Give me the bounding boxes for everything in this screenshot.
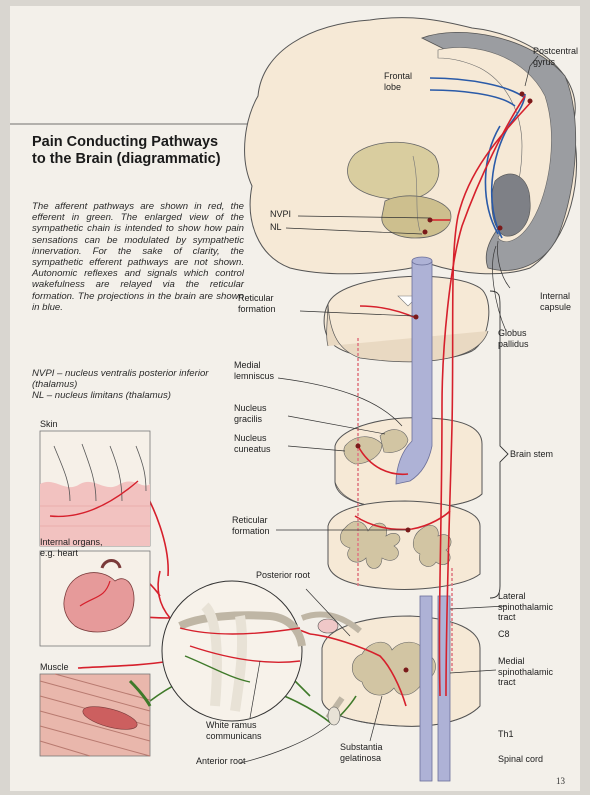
label-medial-spinothalamic-tract: Medial spinothalamic tract bbox=[498, 656, 558, 688]
label-nvpi: NVPI bbox=[270, 209, 291, 220]
page: Pain Conducting Pathways to the Brain (d… bbox=[10, 6, 580, 791]
label-nl: NL bbox=[270, 222, 282, 233]
sympathetic-chain-enlarged bbox=[162, 581, 302, 721]
intro-text: The afferent pathways are shown in red, … bbox=[32, 201, 244, 313]
label-spinal-cord: Spinal cord bbox=[498, 754, 543, 765]
label-nucleus-gracilis: Nucleus gracilis bbox=[234, 403, 289, 424]
label-nucleus-cuneatus: Nucleus cuneatus bbox=[234, 433, 289, 454]
label-white-ramus-communicans: White ramus communicans bbox=[206, 720, 278, 741]
label-anterior-root: Anterior root bbox=[196, 756, 246, 767]
abbreviation-nvpi: NVPI – nucleus ventralis posterior infer… bbox=[32, 368, 247, 390]
muscle-inset bbox=[40, 674, 150, 756]
skin-inset bbox=[40, 431, 150, 546]
internal-organs-inset bbox=[40, 551, 150, 646]
label-substantia-gelatinosa: Substantia gelatinosa bbox=[340, 742, 400, 763]
label-skin: Skin bbox=[40, 419, 58, 430]
label-medial-lemniscus: Medial lemniscus bbox=[234, 360, 296, 381]
label-globus-pallidus: Globus pallidus bbox=[498, 328, 538, 349]
brain-section bbox=[245, 18, 577, 274]
label-reticular-formation-1: Reticular formation bbox=[238, 293, 300, 314]
label-postcentral-gyrus: Postcentral gyrus bbox=[533, 46, 580, 67]
label-internal-capsule: Internal capsule bbox=[540, 291, 580, 312]
label-muscle: Muscle bbox=[40, 662, 69, 673]
label-brain-stem: Brain stem bbox=[510, 449, 553, 460]
brain-stem-sections bbox=[324, 276, 489, 589]
abbreviations: NVPI – nucleus ventralis posterior infer… bbox=[32, 368, 247, 402]
page-title: Pain Conducting Pathways to the Brain (d… bbox=[32, 134, 232, 168]
label-internal-organs: Internal organs, e.g. heart bbox=[40, 537, 110, 558]
label-lateral-spinothalamic-tract: Lateral spinothalamic tract bbox=[498, 591, 558, 623]
label-posterior-root: Posterior root bbox=[256, 570, 310, 581]
page-number: 13 bbox=[556, 776, 565, 786]
label-c8: C8 bbox=[498, 629, 510, 640]
label-th1: Th1 bbox=[498, 729, 514, 740]
label-reticular-formation-2: Reticular formation bbox=[232, 515, 294, 536]
abbreviation-nl: NL – nucleus limitans (thalamus) bbox=[32, 390, 247, 401]
label-frontal-lobe: Frontal lobe bbox=[384, 71, 424, 92]
